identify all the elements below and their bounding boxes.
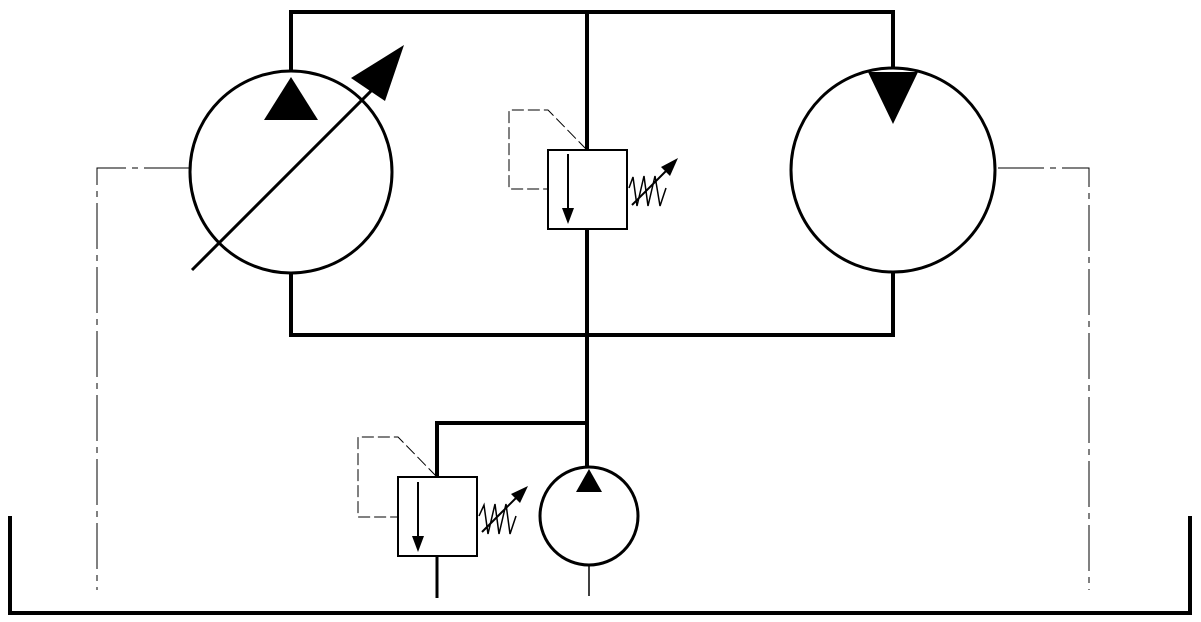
cross-valve-arrow-icon xyxy=(562,208,574,224)
charge-valve-adjust-arrow-icon xyxy=(511,486,528,503)
pump-case-drain-line xyxy=(96,167,190,590)
charge-valve-body xyxy=(397,476,478,557)
charge-relief-valve xyxy=(357,436,528,598)
cross-valve-body xyxy=(547,149,628,230)
motor-body xyxy=(789,66,997,274)
charge-valve-spring xyxy=(478,502,517,535)
upper-pressure-line xyxy=(289,10,895,74)
cross-valve-adjust-arrow-icon xyxy=(661,158,678,176)
charge-pump xyxy=(538,465,640,596)
fixed-displacement-motor xyxy=(789,66,1090,590)
cross-relief-valve xyxy=(508,109,678,230)
variable-displacement-pump xyxy=(96,45,404,590)
variable-displacement-arrow-line xyxy=(190,76,386,272)
charge-relief-line xyxy=(435,421,589,479)
motor-case-drain-line xyxy=(998,167,1090,590)
reservoir xyxy=(8,516,1192,615)
motor-flow-arrow-icon xyxy=(868,72,918,124)
variable-displacement-arrow-icon xyxy=(351,45,404,101)
cross-valve-pilot-line xyxy=(508,109,588,190)
lower-pressure-line xyxy=(289,268,895,337)
charge-valve-pilot-line xyxy=(357,436,438,518)
charge-valve-arrow-icon xyxy=(412,536,424,552)
cross-valve-adjust-arrow-line xyxy=(631,164,673,206)
pump-flow-arrow-icon xyxy=(264,77,318,120)
charge-pump-flow-arrow-icon xyxy=(576,469,602,492)
charge-valve-adjust-arrow-line xyxy=(481,491,523,533)
